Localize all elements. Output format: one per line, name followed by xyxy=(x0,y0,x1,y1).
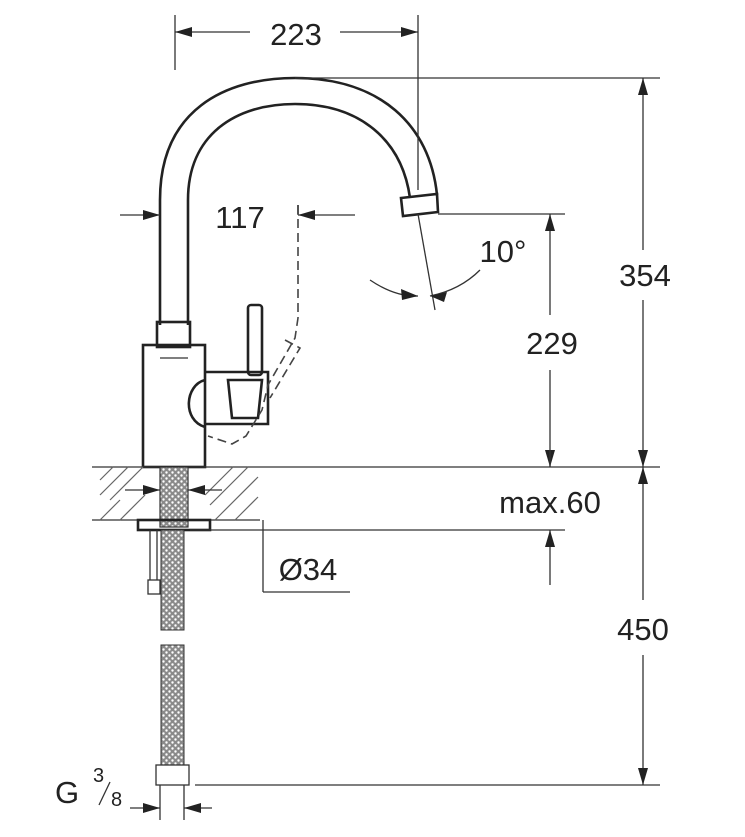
label-223: 223 xyxy=(270,17,322,52)
dim-line-354 xyxy=(638,78,648,467)
label-thread-g: G xyxy=(55,775,79,810)
label-max60: max.60 xyxy=(499,485,601,520)
dim-line-max60 xyxy=(545,450,555,585)
label-d34: Ø34 xyxy=(279,552,338,587)
dim-line-34 xyxy=(125,485,222,495)
supply-hose xyxy=(155,529,190,786)
label-thread-num: 3 xyxy=(93,765,104,787)
handle-alt-position xyxy=(207,205,299,445)
faucet-spout xyxy=(158,76,440,325)
label-354: 354 xyxy=(619,258,671,293)
dim-line-223 xyxy=(175,27,418,37)
label-450: 450 xyxy=(617,612,669,647)
faucet-body xyxy=(141,320,207,469)
label-10deg: 10° xyxy=(480,234,527,269)
dim-line-10deg xyxy=(369,269,481,302)
label-thread-den: 8 xyxy=(111,789,122,811)
label-117: 117 xyxy=(215,200,264,235)
handle-alt-lever xyxy=(269,339,302,399)
label-229: 229 xyxy=(526,326,578,361)
dim-line-thread xyxy=(130,803,212,813)
dim-line-450 xyxy=(638,467,648,785)
thread-fraction-bar xyxy=(98,781,111,806)
extension-lines xyxy=(159,15,660,820)
faucet-handle xyxy=(187,303,270,429)
dim-line-117 xyxy=(120,210,355,220)
